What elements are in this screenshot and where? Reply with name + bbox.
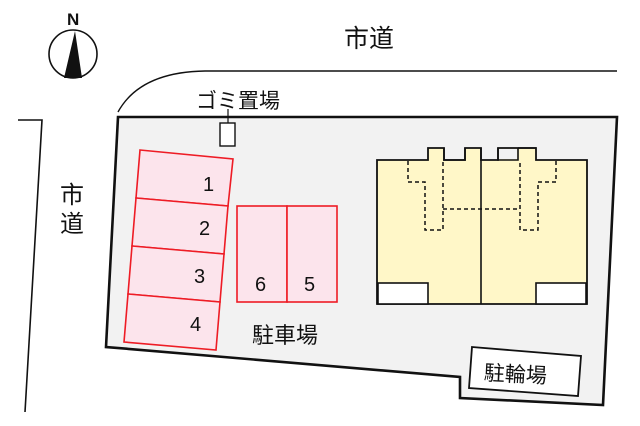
parking-column-right xyxy=(236,205,338,303)
parking-space-5 xyxy=(286,205,338,303)
parking-space-3 xyxy=(127,245,225,303)
parking-number-1: 1 xyxy=(203,174,214,196)
compass-label: N xyxy=(67,10,79,29)
north-arrow-icon: N xyxy=(48,10,98,79)
garbage-area: ゴミ置場 xyxy=(196,89,280,147)
parking-space-1 xyxy=(135,149,234,207)
parking-number-4: 4 xyxy=(190,314,201,336)
parking-number-3: 3 xyxy=(194,266,205,288)
bicycle-parking: 駐輪場 xyxy=(468,346,582,397)
bicycle-parking-label: 駐輪場 xyxy=(483,361,547,388)
building xyxy=(376,147,588,305)
parking-space-4 xyxy=(123,293,221,351)
parking-number-2: 2 xyxy=(199,218,210,240)
parking-label: 駐車場 xyxy=(252,324,318,349)
west-road-label-bottom: 道 xyxy=(60,210,84,238)
unit-entry-left xyxy=(377,282,429,305)
parking-space-6 xyxy=(236,205,288,303)
parking-number-5: 5 xyxy=(304,274,315,296)
north-road-label: 市道 xyxy=(344,24,394,53)
west-road: 市 道 xyxy=(18,119,84,413)
garbage-area-label: ゴミ置場 xyxy=(196,89,280,113)
unit-entry-right xyxy=(535,282,587,305)
parking-column-left xyxy=(123,149,234,351)
parking-space-2 xyxy=(131,197,229,255)
north-road: 市道 xyxy=(117,24,617,113)
west-road-label-top: 市 xyxy=(60,181,84,209)
parking-number-6: 6 xyxy=(255,274,266,296)
stair-dashes xyxy=(407,161,557,231)
roof-notches xyxy=(443,147,536,161)
